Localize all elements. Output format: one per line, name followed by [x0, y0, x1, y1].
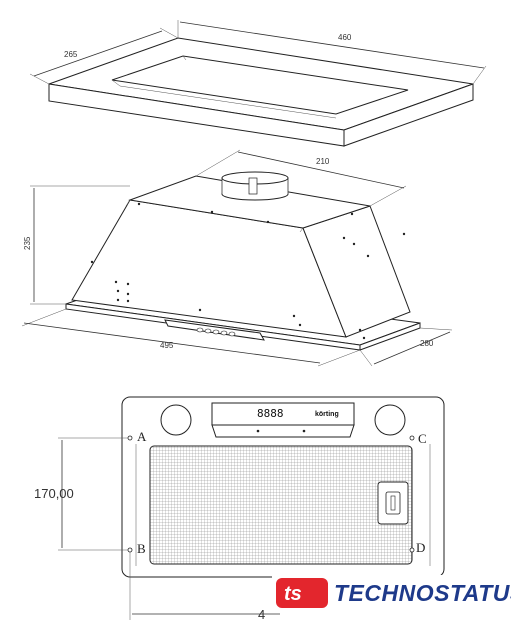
screw-holes [90, 202, 406, 340]
logo-badge-text: ts [284, 583, 302, 605]
frame-side-edge [343, 83, 474, 147]
mounting-frame-view: 460 265 [29, 20, 487, 147]
logo-badge [276, 578, 328, 608]
point-c-label: C [418, 431, 427, 446]
left-round-cutout [160, 404, 192, 436]
dim-mounting-vertical: 170,00 [34, 486, 74, 501]
logo-wordmark: TECHNOSTATUS [334, 580, 511, 606]
bottom-view: 8888 körting A B C D 170,00 4 [34, 396, 445, 622]
display-digits: 8888 [257, 407, 284, 420]
point-d-label: D [416, 540, 425, 555]
dim-hood-depth: 280 [420, 339, 434, 348]
grease-filter [149, 445, 413, 565]
dim-hood-top-width: 210 [316, 157, 330, 166]
brand-label: körting [315, 411, 339, 418]
dim-frame-depth: 265 [64, 50, 78, 59]
control-buttons [196, 327, 236, 337]
point-a-label: A [137, 429, 147, 444]
hood-body-view: 210 235 495 280 [21, 149, 453, 367]
point-b-label: B [137, 541, 146, 556]
dim-frame-length: 460 [338, 33, 352, 42]
frame-opening [111, 55, 409, 115]
dim-mounting-horizontal: 4 [258, 607, 265, 622]
dim-hood-height: 235 [23, 236, 32, 250]
dim-hood-length: 495 [160, 341, 174, 350]
technostatus-logo: ts TECHNOSTATUS [272, 575, 511, 611]
right-round-cutout [374, 404, 406, 436]
